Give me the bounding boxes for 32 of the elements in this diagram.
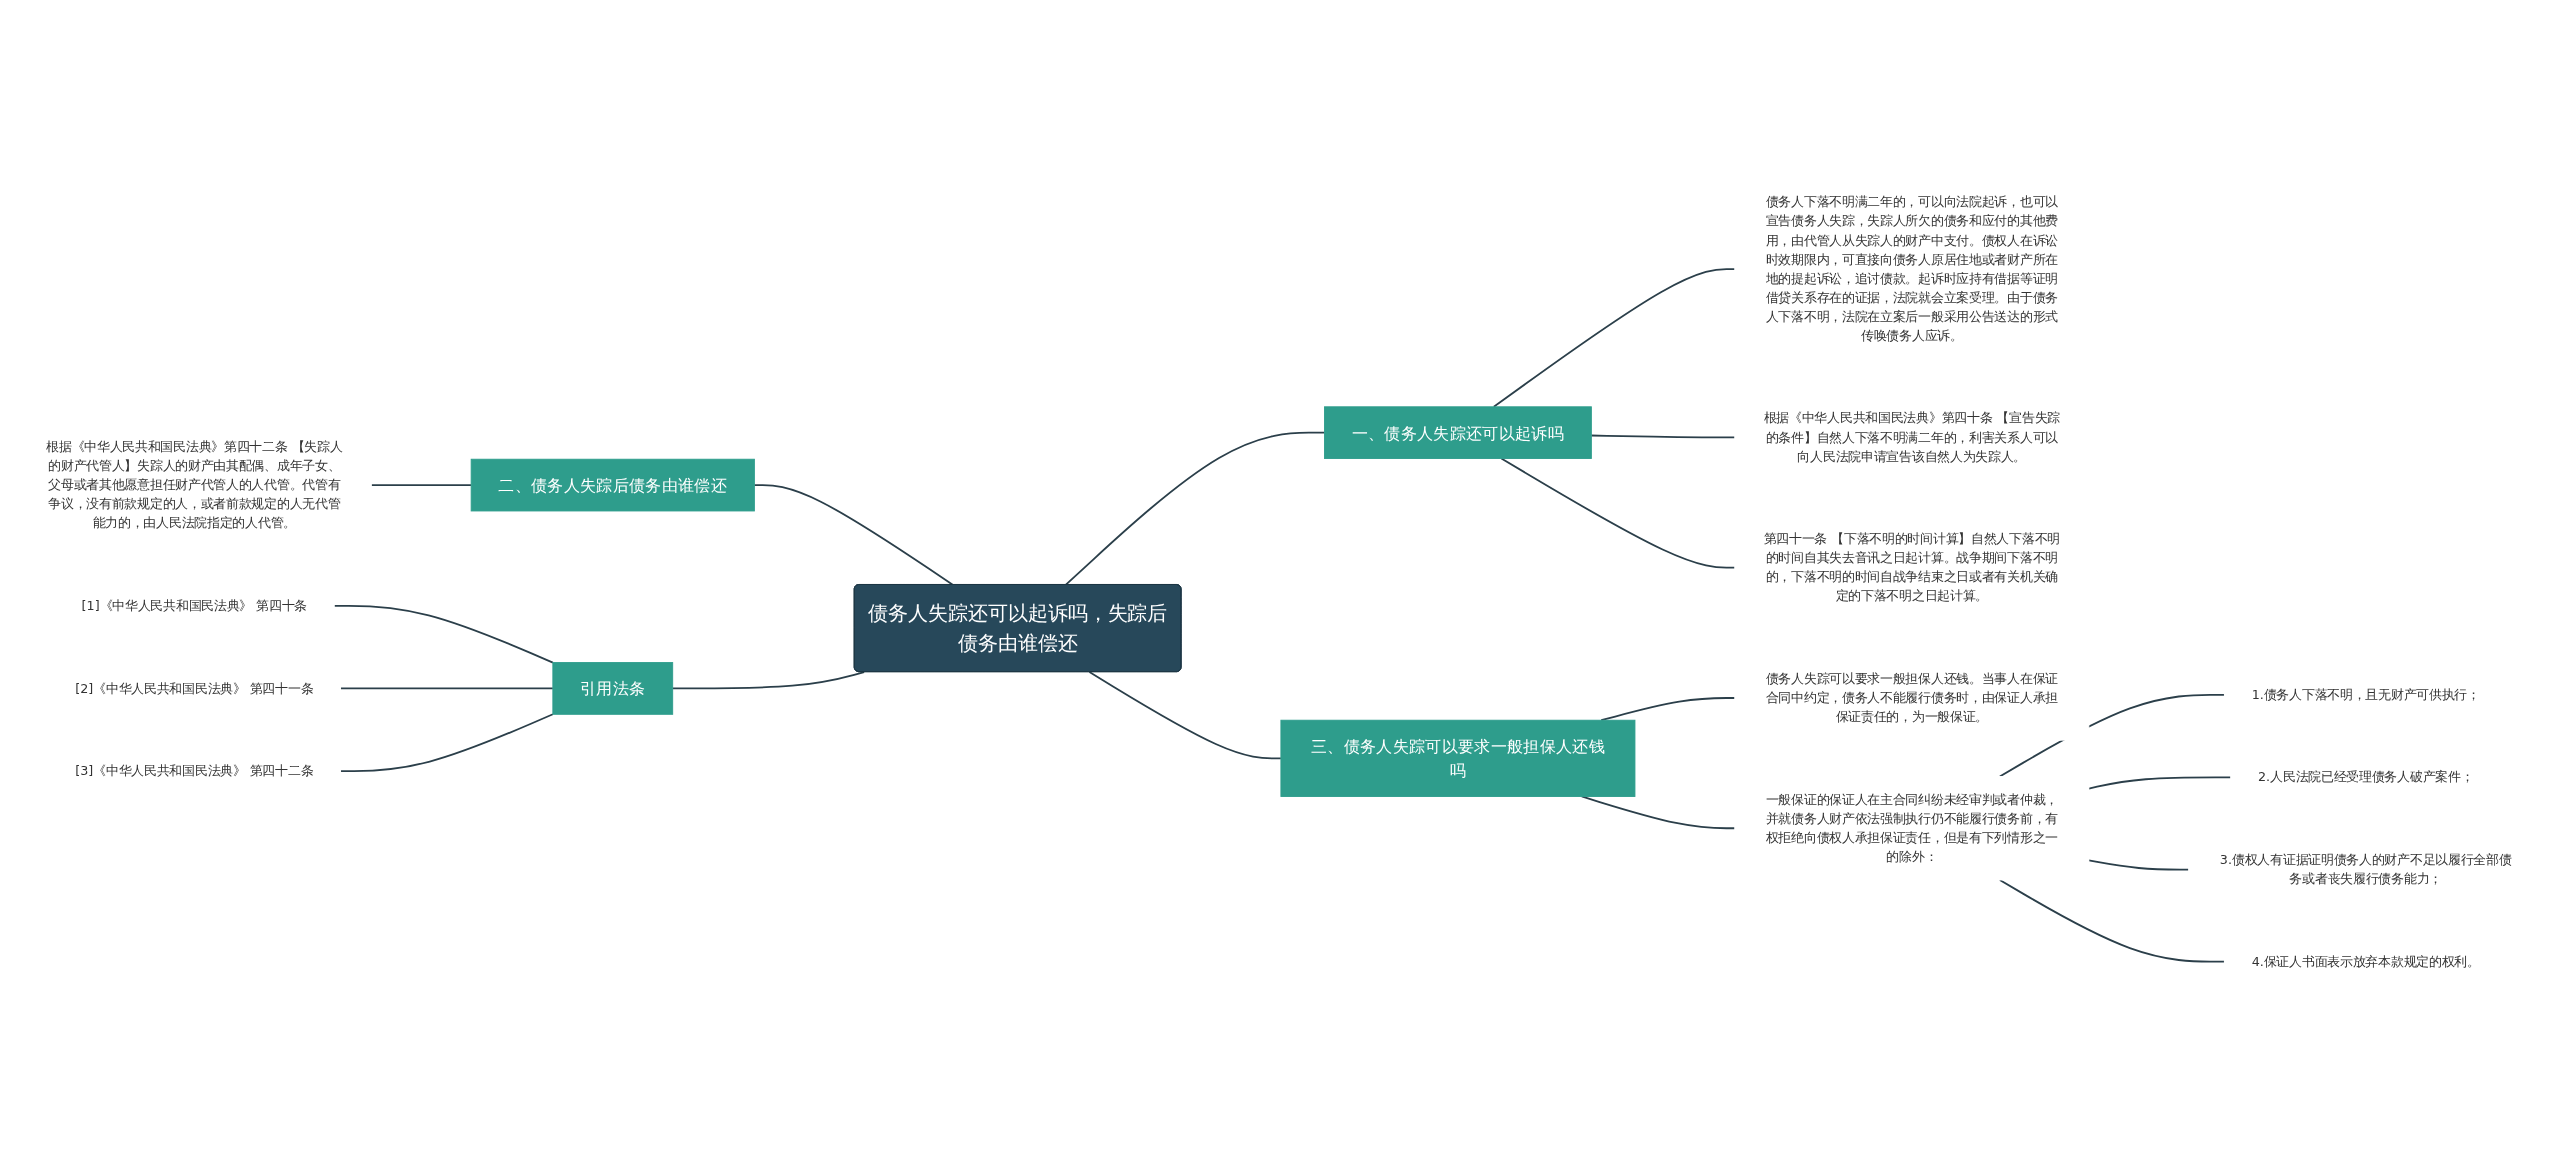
node-text: 一般保证的保证人在主合同纠纷未经审判或者仲裁，并就债务人财产依法强制执行仍不能履行债务前，有权拒绝向债权人承担保证责任，但是有下列情形之一的除外： (1765, 791, 2058, 864)
node-text: 1.债务人下落不明，且无财产可供执行； (2251, 686, 2480, 702)
connector (2087, 776, 2232, 789)
node-text: 债务人失踪可以要求一般担保人还钱。当事人在保证合同中约定，债务人不能履行债务时，由保证人承担保证责任的，为一般保证。 (1765, 670, 2058, 724)
node-box: 一、债务人失踪还可以起诉吗 (1324, 405, 1592, 459)
node-text: 根据《中华人民共和国民法典》第四十二条 【失踪人的财产代管人】失踪人的财产由其配偶、成年子女、父母或者其他愿意担任财产代管人的人代管。代管有争议，没有前款规定的人，或者前款规定的人无代管能力的，由人民法院指定的人代管。 (46, 438, 343, 530)
connector (1088, 670, 1282, 759)
connector (339, 687, 554, 689)
node-box: 二、债务人失踪后债务由谁偿还 (470, 458, 755, 511)
node-text: 第四十一条 【下落不明的时间计算】自然人下落不明的时间自其失去音讯之日起计算。战争期间下落不明的，下落不明的时间自战争结束之日或者有关机关确定的下落不明之日起计算。 (1763, 530, 2060, 603)
connector (1590, 434, 1736, 438)
node-text: [2]《中华人民共和国民法典》 第四十一条 (75, 680, 314, 695)
connector (1500, 457, 1736, 569)
connector (2087, 859, 2190, 870)
connector (753, 483, 954, 586)
node-text: 债务人下落不明满二年的，可以向法院起诉，也可以宣告债务人失踪，失踪人所欠的债务和应付的其他费用，由代管人从失踪人的财产中支付。债权人在诉讼时效期限内，可直接向债务人原居住地或者财产所在地的提起诉讼，追讨债款。起诉时应持有借据等证明借贷关系存在的证据，法院就会立案受理。由于债务人下落不明，法院在立案后一般采用公告送达的形式传唤债务人应诉。 (1765, 194, 2058, 343)
connector (339, 712, 554, 772)
connector (370, 483, 473, 486)
node-text: 2.人民法院已经受理债务人破产案件； (2257, 769, 2474, 784)
node-text: [1]《中华人民共和国民法典》 第四十条 (81, 597, 307, 613)
connector (1998, 878, 2226, 963)
node-text: 3.债权人有证据证明债务人的财产不足以履行全部债务或者丧失履行债务能力； (2219, 851, 2512, 886)
connector (333, 604, 554, 663)
connector (671, 670, 866, 689)
node-box: 引用法条 (552, 661, 674, 715)
connector (1580, 795, 1736, 829)
node-box: 三、债务人失踪可以要求一般担保人还钱吗 (1280, 719, 1636, 797)
connector (1492, 267, 1736, 408)
node-text: 4.保证人书面表示放弃本款规定的权利。 (2251, 953, 2480, 968)
node-text: [3]《中华人民共和国民法典》 第四十二条 (75, 762, 314, 778)
node-text: 根据《中华人民共和国民法典》第四十条 【宣告失踪的条件】自然人下落不明满二年的，利害关系人可以向人民法院申请宣告该自然人为失踪人。 (1763, 410, 2060, 463)
connector (1064, 431, 1326, 586)
